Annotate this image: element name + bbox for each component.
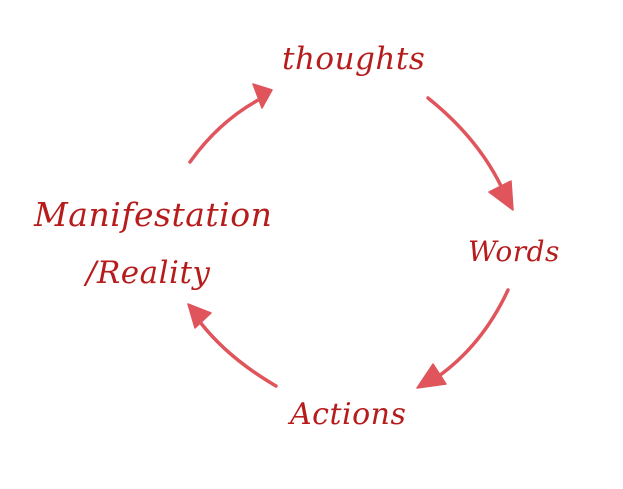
node-manifestation: Manifestation [34,195,273,234]
node-words: Words [468,235,560,268]
arrow-actions-to-manifestation [198,320,278,388]
arrow-words-to-actions [434,288,510,380]
arrowhead-manifestation [187,303,212,329]
node-thoughts: thoughts [282,41,426,77]
arrowhead-actions [416,363,447,389]
node-manifestation-reality: /Reality [86,255,211,291]
arrow-manifestation-to-thoughts [188,96,264,164]
arrowhead-thoughts [252,83,273,109]
arrowhead-words [488,180,514,211]
node-actions: Actions [290,397,407,432]
arrow-thoughts-to-words [426,96,504,190]
